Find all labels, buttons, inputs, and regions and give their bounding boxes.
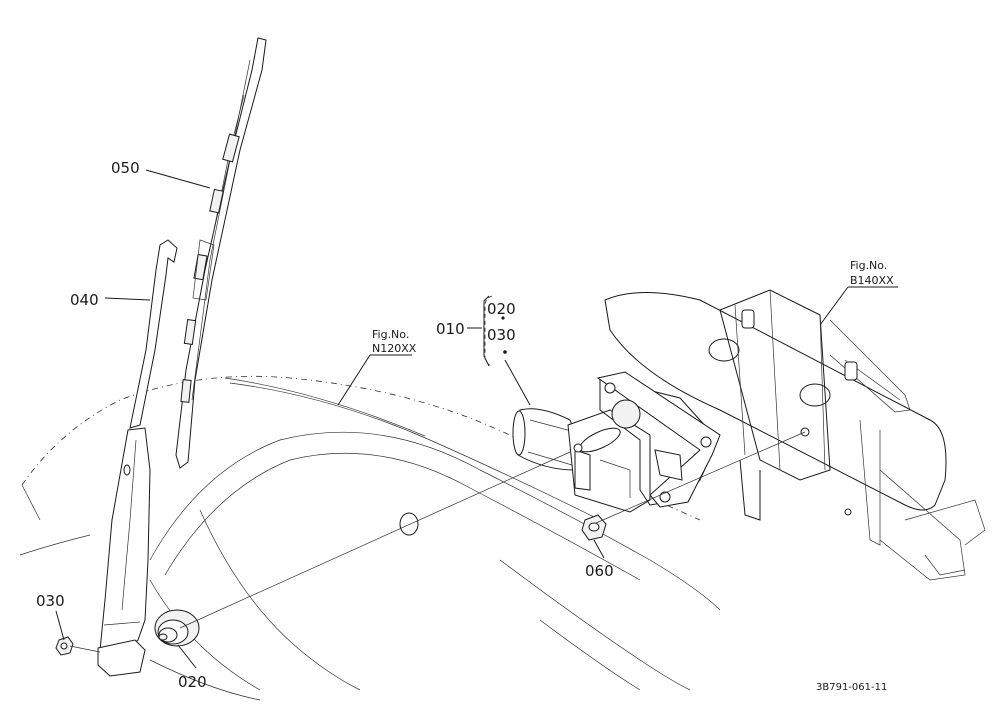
group-dot-020-030 [501,316,505,320]
mounting-frame [604,289,986,581]
wiper-blade-050 [175,37,267,469]
assembly-lines [69,431,806,653]
callout-group-020: 020 [487,300,516,318]
nut-030 [55,636,74,656]
callout-020: 020 [178,673,207,691]
fig-ref-panel-label: Fig.No. [372,328,409,341]
callout-060: 060 [585,562,614,580]
callout-050: 050 [111,159,140,177]
fig-ref-panel-number: N120XX [372,342,417,355]
pivot-cap-020 [154,609,200,647]
group-bracket-010 [484,295,493,367]
callout-040: 040 [70,291,99,309]
wiper-arm-040 [97,239,178,677]
callout-010: 010 [436,320,465,338]
nut-060 [581,514,607,541]
fig-ref-frame-number: B140XX [850,274,894,287]
fig-ref-frame-label: Fig.No. [850,259,887,272]
drawing-number: 3B791-061-11 [816,682,887,693]
callout-group-030: 030 [487,326,516,344]
cab-panel-outline [19,375,721,701]
callout-030: 030 [36,592,65,610]
group-dot-010 [503,350,507,354]
leader-lines [55,169,898,669]
